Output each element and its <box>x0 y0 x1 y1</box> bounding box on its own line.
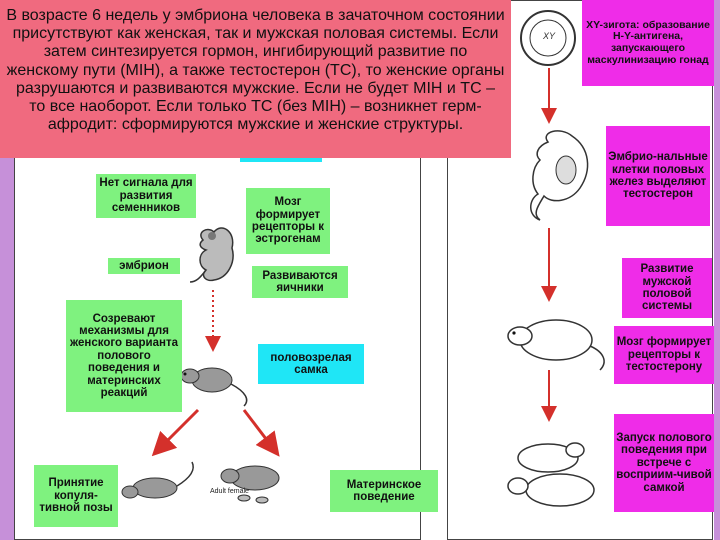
male-embryo-drawing <box>530 130 589 221</box>
zygote-drawing <box>520 10 576 66</box>
brain-estrogen-box: Мозг формирует рецепторы к эстрогенам <box>246 188 330 254</box>
mechanisms-box: Созревают механизмы для женского вариант… <box>66 300 182 412</box>
maternal-mouse-drawing <box>220 465 280 504</box>
female-embryo-drawing <box>189 227 234 283</box>
maternal-behavior-box: Материнское поведение <box>330 470 438 512</box>
ovaries-box: Развиваются яичники <box>252 266 348 298</box>
zygote-box: XY-зигота: образование H-Y-антигена, зап… <box>582 0 714 86</box>
right-decor-strip <box>714 0 720 540</box>
intro-text-box: В возрасте 6 недель у эмбриона человека … <box>0 0 511 158</box>
zygote-label: XY <box>542 31 555 41</box>
copulating-mouse-drawing <box>121 461 194 499</box>
behavior-launch-box: Запуск полового поведения при встрече с … <box>614 414 714 512</box>
mating-mice-drawing <box>507 442 595 507</box>
male-mouse-drawing <box>507 319 605 371</box>
adult-female-caption: Adult female <box>210 488 249 495</box>
copulatory-pose-box: Принятие копуля-тивной позы <box>34 465 118 527</box>
no-signal-box: Нет сигнала для развития семенников <box>96 174 196 218</box>
embryo-label-box: эмбрион <box>108 258 180 274</box>
male-system-box: Развитие мужской половой системы <box>622 258 712 318</box>
embryo-cells-box: Эмбрио-нальные клетки половых желез выде… <box>606 126 710 226</box>
female-mouse-drawing <box>180 367 248 407</box>
brain-testosterone-box: Мозг формирует рецепторы к тестостерону <box>614 326 714 384</box>
mature-female-box: половозрелая самка <box>258 344 364 384</box>
cyan-band <box>240 158 322 162</box>
